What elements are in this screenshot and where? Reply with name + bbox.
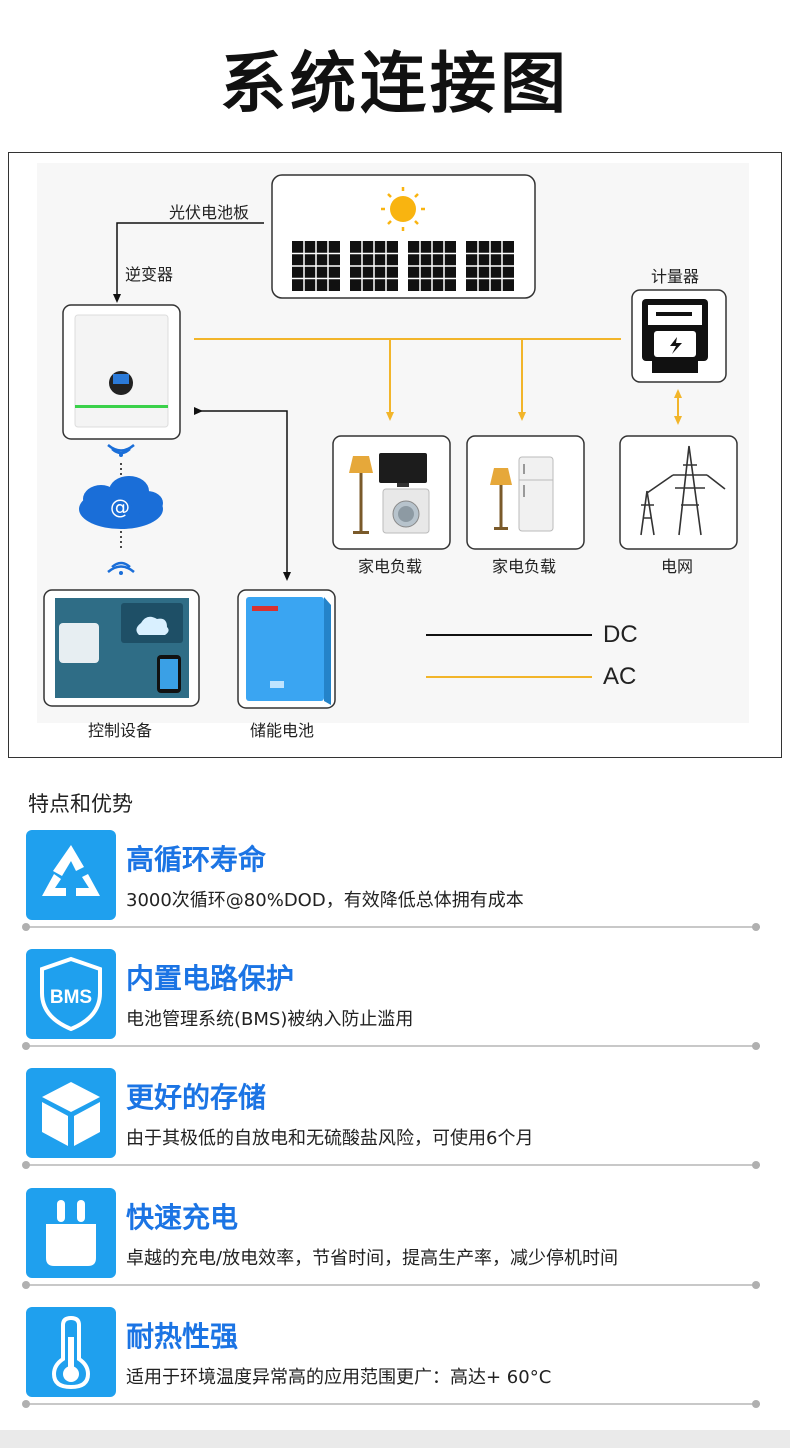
feature-desc: 适用于环境温度异常高的应用范围更广：高达+ 60°C <box>126 1367 552 1388</box>
bottom-band <box>0 1430 790 1448</box>
meter-box <box>631 289 727 383</box>
divider <box>26 1284 760 1286</box>
inverter-label: 逆变器 <box>125 265 174 284</box>
legend-ac-label: AC <box>603 663 637 690</box>
diagram-canvas <box>37 163 749 723</box>
thermometer-icon <box>26 1307 116 1397</box>
divider <box>26 1164 760 1166</box>
divider <box>26 1045 760 1047</box>
meter-label: 计量器 <box>651 267 700 286</box>
legend-dc-label: DC <box>603 621 638 648</box>
appliance-load-box-2 <box>466 435 585 550</box>
feature-title: 快速充电 <box>126 1201 239 1234</box>
inverter-box <box>62 304 181 440</box>
divider-dot <box>752 1281 760 1289</box>
wifi-icon <box>107 444 135 457</box>
feature-title: 更好的存储 <box>126 1081 267 1114</box>
grid-label: 电网 <box>661 557 694 576</box>
appliance-load-box-1 <box>332 435 451 550</box>
divider <box>26 1403 760 1405</box>
dc-line-battery <box>194 407 291 581</box>
feature-title: 内置电路保护 <box>126 962 295 995</box>
divider-dot <box>22 1281 30 1289</box>
feature-title: 耐热性强 <box>126 1320 239 1353</box>
divider-dot <box>752 1161 760 1169</box>
plug-icon <box>26 1188 116 1278</box>
feature-item: 高循环寿命 3000次循环@80%DOD，有效降低总体拥有成本 <box>22 830 766 931</box>
features-heading: 特点和优势 <box>28 792 133 816</box>
load-1-label: 家电负载 <box>358 557 423 576</box>
page-title: 系统连接图 <box>220 45 570 122</box>
feature-item: 快速充电 卓越的充电/放电效率，节省时间，提高生产率，减少停机时间 <box>22 1188 766 1289</box>
feature-desc: 卓越的充电/放电效率，节省时间，提高生产率，减少停机时间 <box>126 1248 619 1269</box>
divider-dot <box>22 1400 30 1408</box>
grid-box <box>619 435 738 550</box>
solar-cells <box>292 241 514 291</box>
load-2-label: 家电负载 <box>492 557 557 576</box>
cloud-icon <box>79 476 163 529</box>
svg-text:BMS: BMS <box>50 987 92 1008</box>
feature-item: 耐热性强 适用于环境温度异常高的应用范围更广：高达+ 60°C <box>22 1307 766 1408</box>
dc-line-solar <box>113 222 264 303</box>
feature-item: BMS 内置电路保护 电池管理系统(BMS)被纳入防止滥用 <box>22 949 766 1050</box>
sun-icon <box>381 187 425 231</box>
divider-dot <box>752 1400 760 1408</box>
battery-box <box>237 589 336 709</box>
recycle-icon <box>26 830 116 920</box>
bms-shield-icon: BMS <box>26 949 116 1039</box>
wifi-icon-lower <box>107 561 135 575</box>
control-device-box <box>43 589 200 707</box>
divider <box>26 926 760 928</box>
divider-dot <box>22 923 30 931</box>
solar-panel-label: 光伏电池板 <box>169 203 250 222</box>
solar-panel-box <box>271 174 536 299</box>
divider-dot <box>22 1161 30 1169</box>
feature-item: 更好的存储 由于其极低的自放电和无硫酸盐风险，可使用6个月 <box>22 1068 766 1169</box>
control-device-label: 控制设备 <box>88 721 153 740</box>
system-diagram: 光伏电池板 逆变器 计量器 家电负载 家电负载 电网 控制设备 储能电池 @ D… <box>8 152 782 758</box>
box-icon <box>26 1068 116 1158</box>
feature-desc: 电池管理系统(BMS)被纳入防止滥用 <box>126 1009 414 1030</box>
feature-title: 高循环寿命 <box>126 843 267 876</box>
divider-dot <box>752 1042 760 1050</box>
divider-dot <box>22 1042 30 1050</box>
divider-dot <box>752 923 760 931</box>
feature-desc: 由于其极低的自放电和无硫酸盐风险，可使用6个月 <box>126 1128 534 1149</box>
storage-battery-label: 储能电池 <box>250 721 315 740</box>
feature-desc: 3000次循环@80%DOD，有效降低总体拥有成本 <box>126 890 524 911</box>
cloud-at-symbol: @ <box>110 495 130 519</box>
